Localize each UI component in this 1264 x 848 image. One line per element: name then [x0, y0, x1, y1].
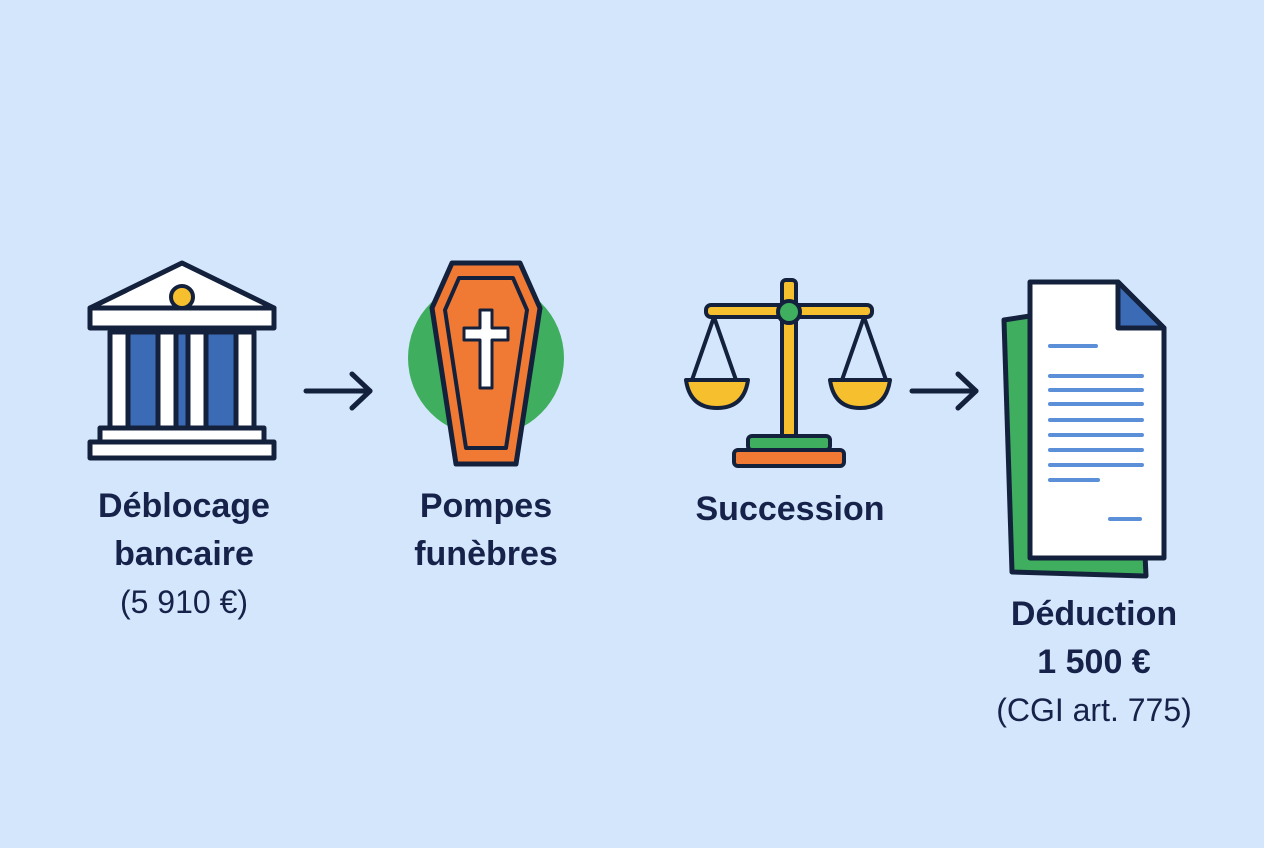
step-title-line: Déblocage [98, 487, 270, 525]
step-title-line: Déduction [1010, 595, 1178, 633]
bank-icon [87, 260, 277, 461]
step-title-line: Pompes [419, 487, 553, 525]
step-label-succession: Succession [660, 485, 920, 533]
step-label-deduction: Déduction 1 500 € (CGI art. 775) [962, 590, 1226, 734]
step-label-bank: Déblocage bancaire (5 910 €) [54, 482, 314, 626]
step-note: (CGI art. 775) [996, 692, 1192, 728]
arrow-right-icon [303, 371, 373, 411]
step-title-line: bancaire [114, 535, 254, 573]
step-label-funeral: Pompes funèbres [354, 482, 618, 578]
arrow-right-icon [909, 371, 979, 411]
step-title-line: Succession [695, 490, 885, 528]
scales-of-justice-icon [684, 278, 892, 468]
step-title-line: 1 500 € [1037, 643, 1151, 681]
document-icon [1001, 279, 1167, 579]
step-title-line: funèbres [414, 535, 558, 573]
step-note: (5 910 €) [119, 584, 249, 620]
coffin-icon [408, 260, 564, 467]
